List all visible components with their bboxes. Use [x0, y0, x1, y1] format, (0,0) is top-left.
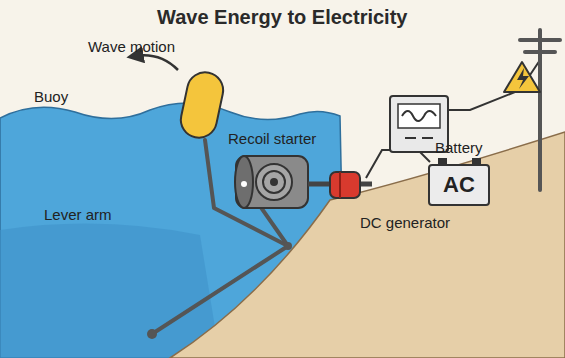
part-label: Lever arm: [44, 206, 112, 223]
knee-joint: [284, 242, 292, 250]
battery-heading: Battery: [435, 139, 483, 156]
recoil-starter: [235, 156, 308, 208]
utility-pole: [520, 30, 560, 190]
shore-ground: [170, 132, 565, 358]
warning-sign: [504, 62, 540, 92]
deep-sea: [0, 224, 220, 358]
battery-label: AC: [443, 172, 475, 198]
wire: [366, 150, 392, 178]
pivot: [147, 329, 157, 339]
part-label: DC generator: [360, 214, 450, 231]
wire: [448, 60, 540, 110]
wave-motion-arrow: [135, 55, 178, 70]
part-label: Wave motion: [88, 38, 175, 55]
part-label: Buoy: [34, 88, 68, 105]
buoy: [178, 69, 227, 141]
part-label: Recoil starter: [228, 130, 316, 147]
diagram-title: Wave Energy to Electricity: [157, 6, 407, 29]
battery-box: BatteryAC: [428, 164, 490, 206]
wire: [420, 152, 430, 162]
dc-generator: [330, 172, 360, 198]
